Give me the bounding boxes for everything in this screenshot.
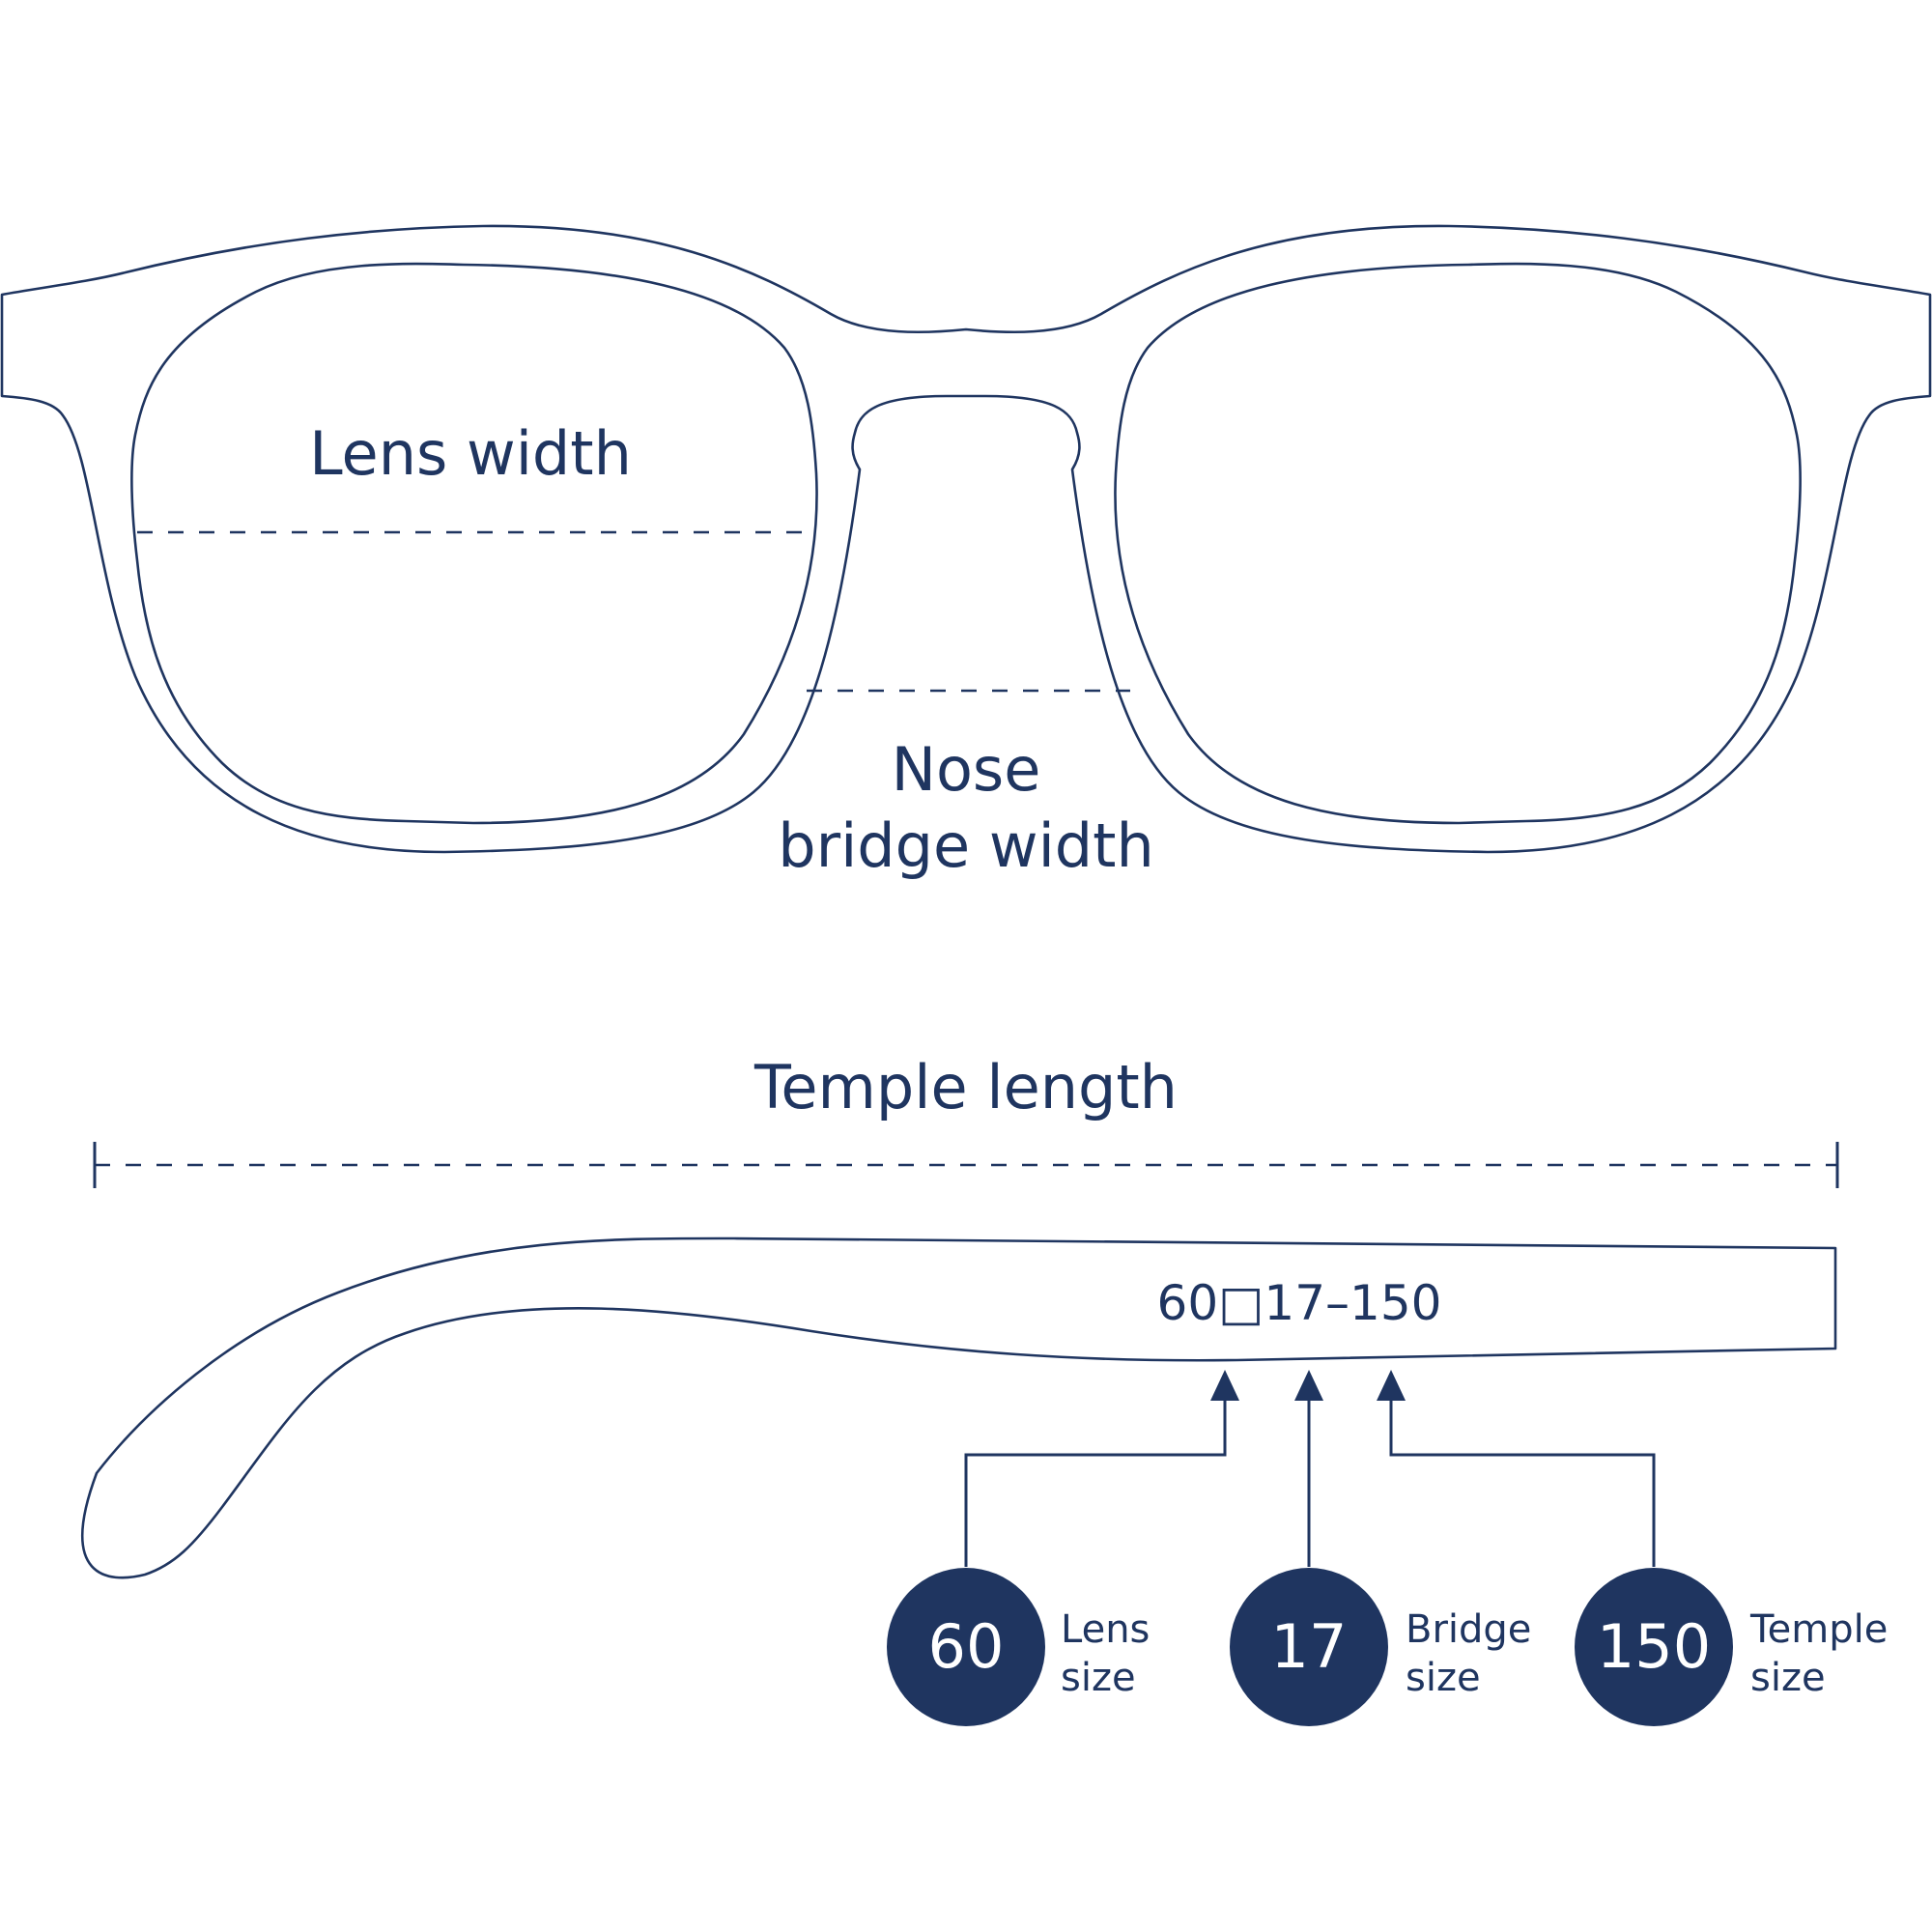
arrow-up-icon — [1294, 1370, 1323, 1401]
temple-length-guide — [93, 1142, 1839, 1188]
temple-arm-outline — [81, 1236, 1837, 1579]
measurement-lens-size: 60 Lens size — [887, 1568, 1150, 1726]
bridge-size-caption-line1: Bridge — [1406, 1607, 1531, 1652]
temple-size-caption-line2: size — [1750, 1656, 1826, 1700]
arrow-up-icon — [1210, 1370, 1239, 1401]
arrow-up-icon — [1377, 1370, 1406, 1401]
bridge-size-badge — [1230, 1568, 1388, 1726]
temple-size-caption-line1: Temple — [1749, 1607, 1888, 1652]
temple-size-value: 150 — [1597, 1611, 1711, 1682]
lens-width-label: Lens width — [309, 418, 632, 489]
right-lens-outline — [1114, 262, 1802, 825]
size-code-text: 60□17–150 — [1157, 1275, 1442, 1331]
leader-lines — [964, 1399, 1656, 1567]
measurement-temple-size: 150 Temple size — [1575, 1568, 1888, 1726]
left-lens-outline — [130, 262, 818, 825]
nose-bridge-label-line2: bridge width — [778, 810, 1154, 881]
glasses-front-view — [0, 224, 1932, 854]
lens-size-badge — [887, 1568, 1045, 1726]
frame-outline — [0, 224, 1932, 854]
lens-size-caption-line1: Lens — [1061, 1607, 1150, 1652]
bridge-size-caption-line2: size — [1406, 1656, 1481, 1700]
temple-length-label: Temple length — [753, 1052, 1178, 1122]
nose-bridge-label-line1: Nose — [892, 734, 1041, 805]
measurement-bridge-size: 17 Bridge size — [1230, 1568, 1531, 1726]
lens-size-value: 60 — [928, 1611, 1005, 1682]
bridge-size-value: 17 — [1271, 1611, 1348, 1682]
lens-size-caption-line2: size — [1061, 1656, 1136, 1700]
temple-size-badge — [1575, 1568, 1733, 1726]
